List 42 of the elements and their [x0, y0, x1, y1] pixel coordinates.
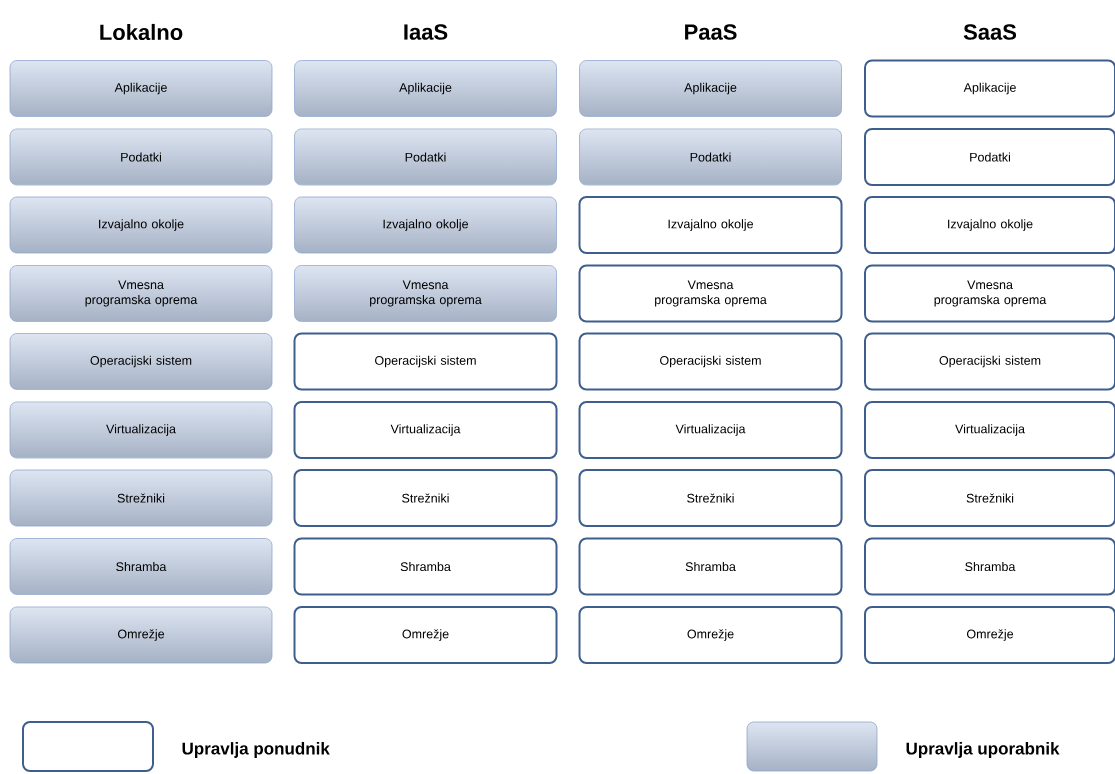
layer-box: Omrežje	[9, 606, 273, 664]
layer-box: Virtualizacija	[293, 401, 558, 459]
layer-box: Shramba	[864, 537, 1115, 596]
layer-box: Operacijski sistem	[578, 332, 843, 391]
layer-box: Aplikacije	[864, 59, 1115, 118]
layer-box: Podatki	[294, 128, 557, 186]
layer-box: Omrežje	[864, 606, 1115, 664]
layer-box: Izvajalno okolje	[578, 196, 843, 254]
column-heading: IaaS	[404, 24, 448, 40]
layer-box: Vmesna programska oprema	[294, 265, 557, 322]
layer-box: Vmesna programska oprema	[864, 264, 1115, 323]
layer-box: Izvajalno okolje	[864, 196, 1115, 254]
layer-box: Shramba	[578, 537, 843, 596]
layer-box: Operacijski sistem	[864, 332, 1115, 391]
layer-box: Podatki	[9, 128, 273, 186]
layer-box: Strežniki	[293, 469, 558, 527]
layer-box: Strežniki	[578, 469, 843, 527]
layer-box: Omrežje	[578, 606, 843, 664]
layer-box: Shramba	[293, 537, 558, 596]
column-heading: PaaS	[685, 24, 737, 40]
legend-label: Upravlja uporabnik	[906, 742, 1060, 758]
layer-box: Vmesna programska oprema	[9, 265, 273, 322]
layer-box: Izvajalno okolje	[9, 196, 273, 254]
layer-box: Aplikacije	[294, 60, 557, 117]
layer-box: Operacijski sistem	[9, 333, 273, 390]
layer-box: Operacijski sistem	[293, 332, 558, 391]
layer-box: Aplikacije	[9, 60, 273, 117]
layer-box: Podatki	[579, 128, 842, 186]
layer-box: Virtualizacija	[9, 401, 273, 459]
column-heading: Lokalno	[100, 23, 183, 41]
legend-label: Upravlja ponudnik	[182, 742, 330, 758]
layer-box: Strežniki	[864, 469, 1115, 527]
layer-box: Omrežje	[293, 606, 558, 664]
layer-box: Virtualizacija	[864, 401, 1115, 459]
layer-box: Vmesna programska oprema	[578, 264, 843, 323]
layer-box: Podatki	[864, 128, 1115, 186]
layer-box: Shramba	[9, 538, 273, 595]
layer-box: Virtualizacija	[578, 401, 843, 459]
layer-box: Strežniki	[9, 469, 273, 527]
layer-box: Izvajalno okolje	[294, 196, 557, 254]
layer-box: Aplikacije	[579, 60, 842, 117]
column-heading: SaaS	[963, 24, 1017, 40]
